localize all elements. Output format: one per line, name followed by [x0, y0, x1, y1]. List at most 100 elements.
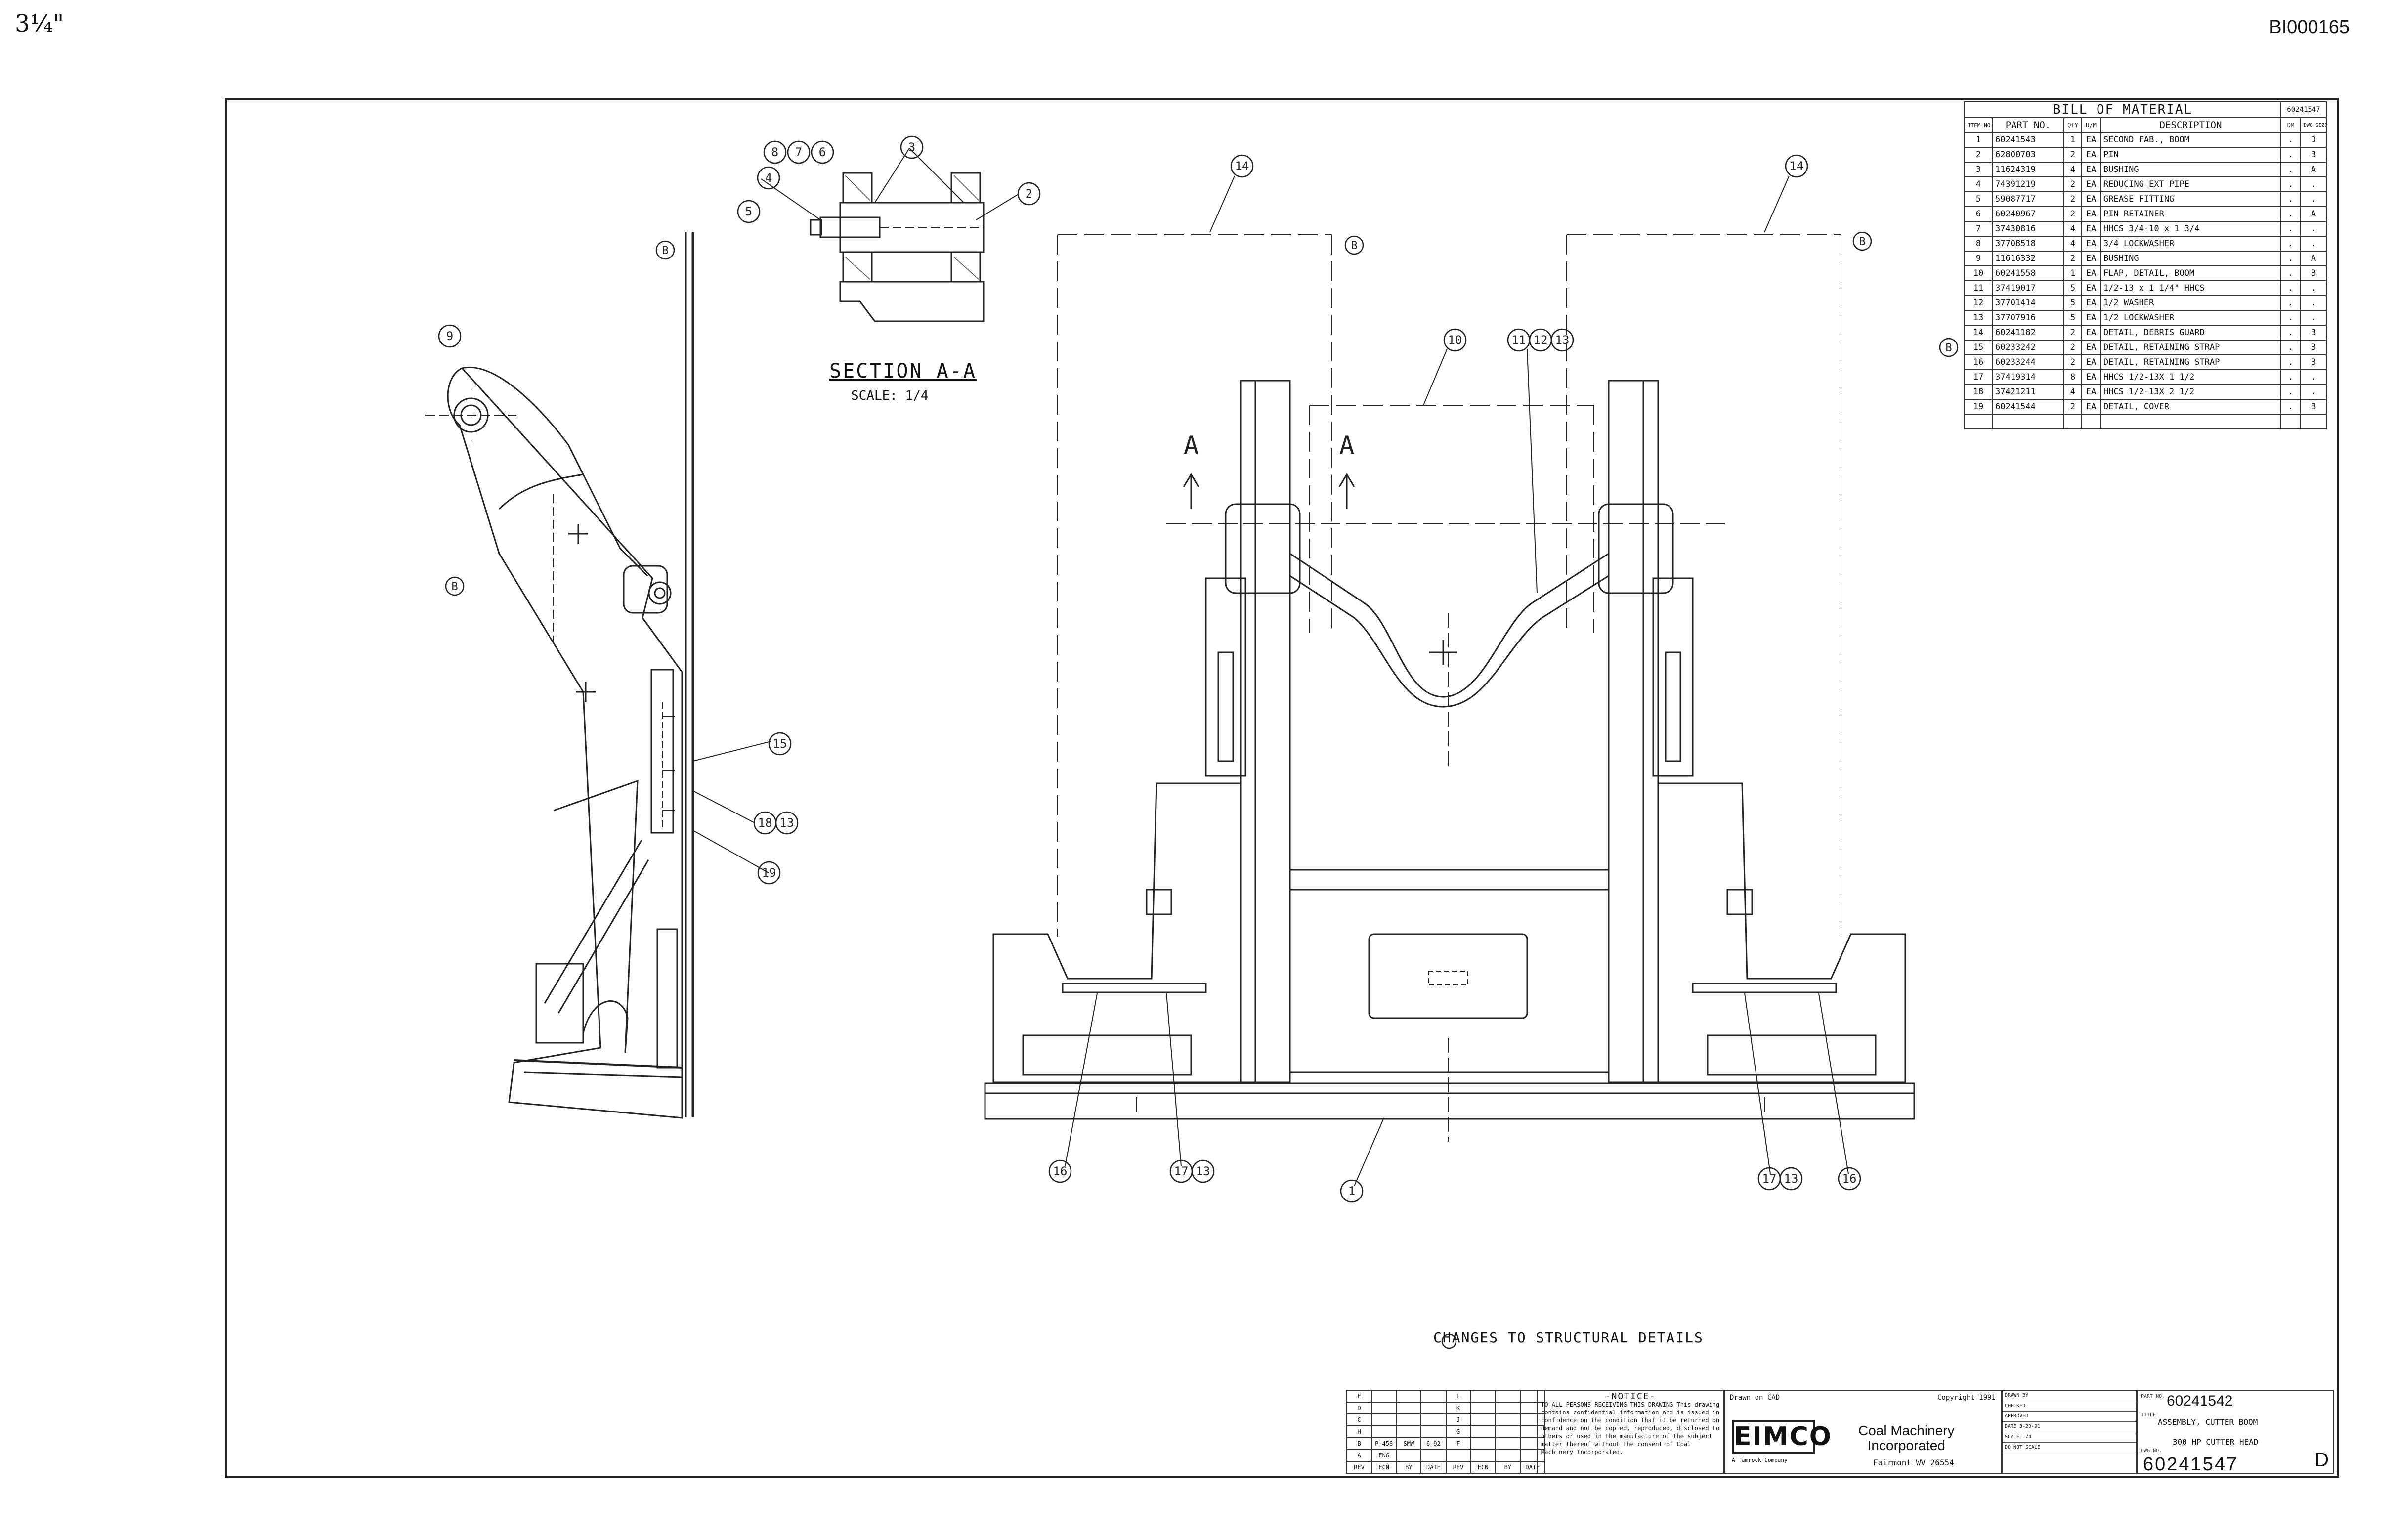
balloon-18: 18: [758, 816, 772, 830]
bom-cell: 1: [2063, 265, 2082, 281]
document-id: BI000165: [2269, 17, 2350, 38]
company-block: Drawn on CAD Copyright 1991 EIMCO A Tamr…: [1724, 1390, 2002, 1474]
balloon-8: 8: [771, 145, 778, 159]
dwg-label: DWG NO.: [2141, 1448, 2162, 1454]
balloon-14: 14: [1790, 159, 1804, 173]
bom-cell: 2: [2063, 354, 2082, 370]
approval-row: APPROVED: [2003, 1412, 2136, 1422]
bom-cell: DETAIL, DEBRIS GUARD: [2100, 325, 2281, 341]
rev-letter: G: [1445, 1425, 1471, 1438]
bom-cell: EA: [2081, 221, 2101, 237]
bom-cell: .: [2280, 206, 2301, 222]
bom-cell: 14: [1964, 325, 1993, 341]
bom-cell: 12: [1964, 295, 1993, 311]
balloon-5: 5: [745, 205, 752, 218]
bom-cell: EA: [2081, 265, 2101, 281]
part-number: 60241542: [2167, 1393, 2233, 1409]
bom-cell: 8: [2063, 369, 2082, 385]
rev-header: DATE: [1420, 1461, 1447, 1474]
bom-header: DWG SIZE: [2300, 117, 2327, 133]
rev-marker: B: [1945, 342, 1952, 354]
bom-cell: REDUCING EXT PIPE: [2100, 176, 2281, 192]
part-label: PART NO.: [2141, 1394, 2165, 1399]
bom-cell: .: [2280, 340, 2301, 355]
balloon-19: 19: [762, 866, 776, 880]
bom-cell: HHCS 1/2-13X 2 1/2: [2100, 384, 2281, 400]
bom-cell: .: [2300, 236, 2327, 252]
drawing-border: [225, 98, 2339, 1478]
bom-title: BILL OF MATERIAL: [1964, 101, 2281, 118]
bom-cell: .: [2300, 221, 2327, 237]
bom-cell: .: [2280, 162, 2301, 177]
bom-header: ITEM NO.: [1964, 117, 1993, 133]
drawing-title: ASSEMBLY, CUTTER BOOM: [2158, 1417, 2258, 1427]
rev-marker: B: [1351, 240, 1357, 252]
notice-box: -NOTICE- TO ALL PERSONS RECEIVING THIS D…: [1537, 1390, 1724, 1474]
bom-cell: 60233242: [1992, 340, 2064, 355]
bom-cell: EA: [2081, 384, 2101, 400]
rev-b-date: 6-92: [1420, 1437, 1447, 1450]
rev-letter: E: [1346, 1390, 1372, 1403]
bom-cell: HHCS 3/4-10 x 1 3/4: [2100, 221, 2281, 237]
balloon-13: 13: [1196, 1164, 1210, 1178]
section-scale: SCALE: 1/4: [851, 388, 929, 403]
logo-subtitle: A Tamrock Company: [1732, 1457, 1788, 1463]
bom-cell: HHCS 1/2-13X 1 1/2: [2100, 369, 2281, 385]
copyright: Copyright 1991: [1937, 1394, 1996, 1402]
changes-note: CHANGES TO STRUCTURAL DETAILS: [1433, 1329, 1704, 1346]
bom-cell: .: [2300, 369, 2327, 385]
notice-heading: -NOTICE-: [1605, 1391, 1656, 1402]
bom-cell: A: [2300, 251, 2327, 266]
rev-marker: B: [451, 581, 458, 593]
front-view: [984, 234, 1915, 1142]
bom-cell: 62800703: [1992, 147, 2064, 163]
bom-cell: 60233244: [1992, 354, 2064, 370]
rev-header: BY: [1396, 1461, 1422, 1474]
balloon-16: 16: [1842, 1172, 1857, 1186]
bom-cell: 37707916: [1992, 310, 2064, 326]
bom-cell: EA: [2081, 191, 2101, 207]
approval-row: CHECKED: [2003, 1401, 2136, 1412]
bom-cell: .: [2300, 295, 2327, 311]
bom-cell: 2: [1964, 147, 1993, 163]
bom-cell: GREASE FITTING: [2100, 191, 2281, 207]
bom-cell: 60241543: [1992, 132, 2064, 148]
bom-cell: B: [2300, 147, 2327, 163]
rev-a: A: [1346, 1449, 1372, 1462]
company-city: Fairmont WV 26554: [1873, 1458, 1954, 1467]
bom-cell: D: [2300, 132, 2327, 148]
bom-cell: DETAIL, COVER: [2100, 399, 2281, 415]
rev-marker: B: [662, 245, 668, 257]
bom-cell: 13: [1964, 310, 1993, 326]
bom-cell: 8: [1964, 236, 1993, 252]
bom-cell: .: [2280, 236, 2301, 252]
balloon-17: 17: [1174, 1164, 1189, 1178]
section-cut-label-right: A: [1339, 431, 1354, 460]
bom-cell: DETAIL, RETAINING STRAP: [2100, 340, 2281, 355]
bom-cell: EA: [2081, 147, 2101, 163]
rev-letter: L: [1445, 1390, 1471, 1403]
balloon-1: 1: [1348, 1184, 1355, 1198]
bom-cell: .: [2300, 280, 2327, 296]
company-name-line2: Incorporated: [1867, 1438, 1945, 1453]
bom-cell: BUSHING: [2100, 251, 2281, 266]
company-name-line1: Coal Machinery: [1858, 1423, 1955, 1438]
rev-letter: K: [1445, 1402, 1471, 1414]
bom-cell: FLAP, DETAIL, BOOM: [2100, 265, 2281, 281]
rev-header: ECN: [1371, 1461, 1397, 1474]
bom-header: PART NO.: [1992, 117, 2064, 133]
bom-cell: 37430816: [1992, 221, 2064, 237]
balloon-10: 10: [1448, 333, 1462, 347]
notice-text: TO ALL PERSONS RECEIVING THIS DRAWING Th…: [1541, 1401, 1720, 1455]
bom-cell: A: [2300, 206, 2327, 222]
bom-cell: EA: [2081, 399, 2101, 415]
balloon-2: 2: [1026, 187, 1032, 201]
